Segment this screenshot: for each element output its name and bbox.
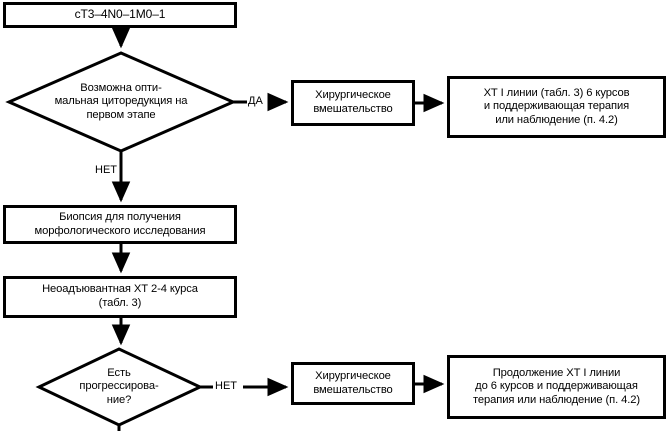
therapy-top-shape	[447, 76, 666, 138]
therapy-bottom-shape	[447, 355, 666, 419]
surgery-top-shape	[291, 80, 415, 126]
decision-progression-shape	[35, 347, 204, 427]
neoadjuvant-shape	[3, 276, 237, 318]
stage-box-shape	[3, 2, 237, 28]
biopsy-shape	[3, 205, 237, 244]
decision-cytoreduction-shape	[5, 51, 237, 153]
surgery-bottom-shape	[291, 362, 415, 405]
